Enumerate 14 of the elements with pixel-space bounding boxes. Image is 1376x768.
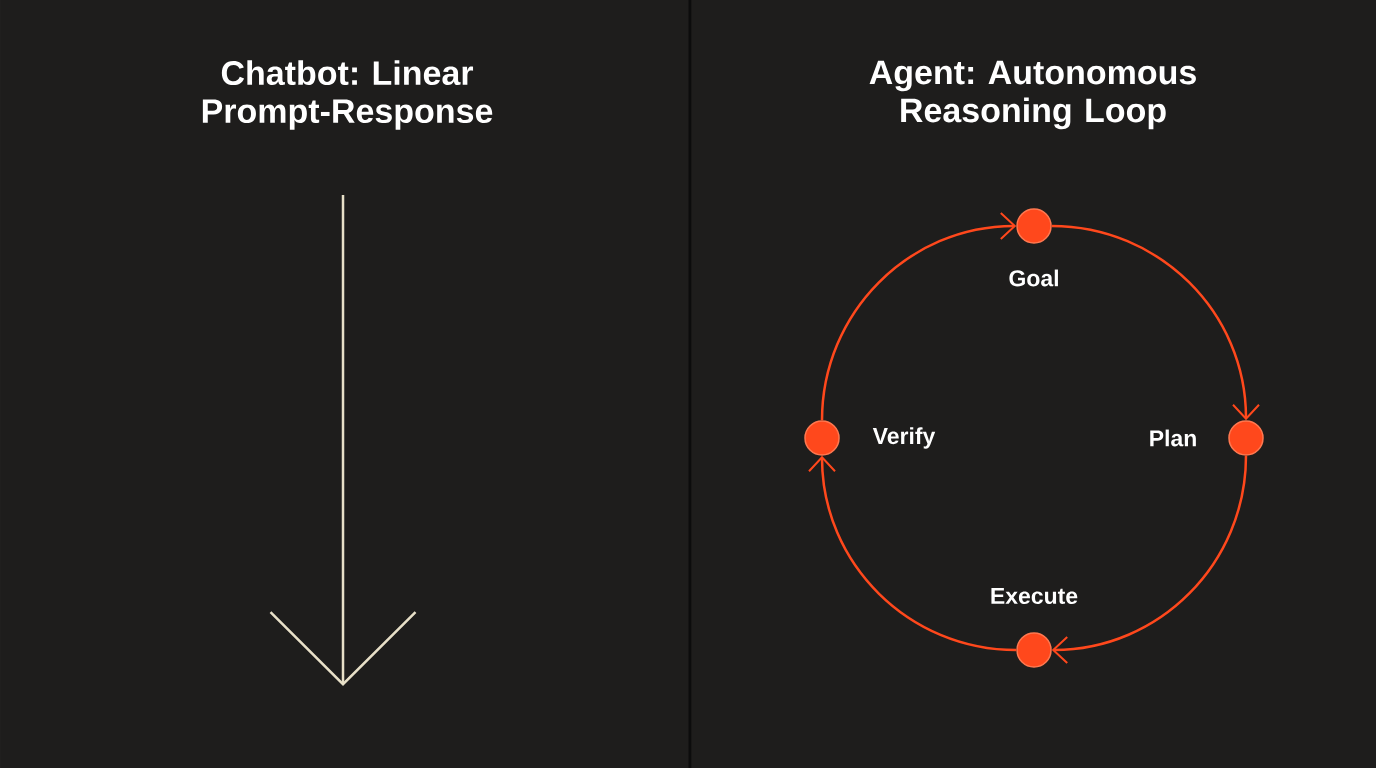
- arrow: [808, 455, 1017, 652]
- point-label: Plan: [1150, 429, 1196, 447]
- arrow: [820, 212, 1017, 421]
- loop-point: [1016, 632, 1052, 668]
- loop-point: [804, 420, 840, 456]
- heading: Agent: Autonomous Reasoning Loop: [869, 60, 1196, 130]
- point-label: Goal: [1009, 269, 1058, 287]
- point-label: Verify: [872, 427, 936, 449]
- heading: Chatbot: Linear Prompt-Response: [202, 60, 493, 130]
- loop-point: [1228, 420, 1264, 456]
- arrow: [1051, 224, 1260, 421]
- loop-point: [1016, 208, 1052, 244]
- point-label: Execute: [991, 587, 1078, 604]
- arrow: [1051, 455, 1248, 664]
